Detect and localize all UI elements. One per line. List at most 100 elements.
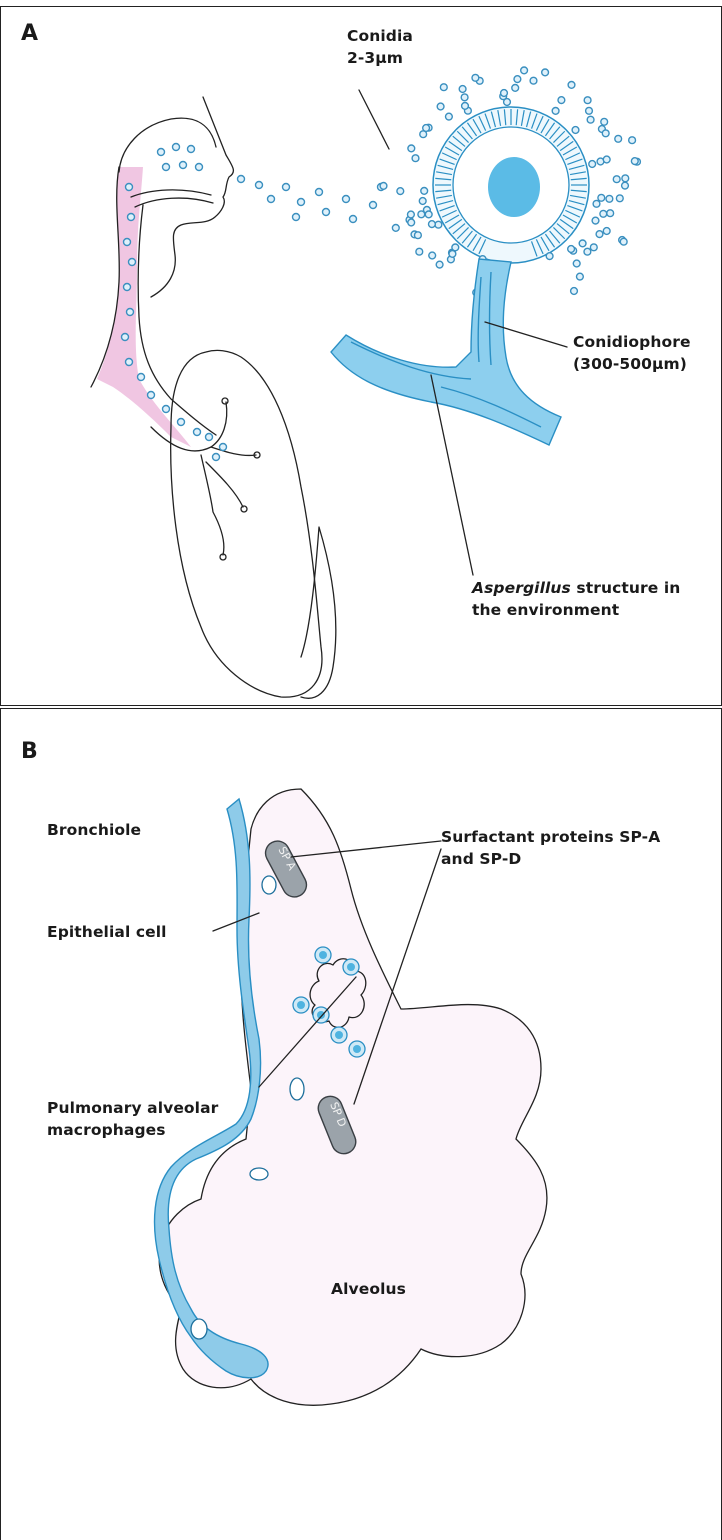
- lung-lower-lobe: [301, 527, 336, 698]
- conidium-spore: [440, 84, 447, 91]
- conidium-spore: [421, 188, 428, 195]
- palate-line: [131, 190, 211, 197]
- conidium-spore: [546, 253, 553, 260]
- conidium-spore: [602, 130, 609, 137]
- head-profile: [151, 97, 233, 297]
- macrophage-label-line2: macrophages: [47, 1119, 218, 1141]
- conidium-spore: [587, 116, 594, 123]
- conidium-spore: [514, 76, 521, 83]
- conidiophore-label-line2: (300-500µm): [573, 353, 691, 375]
- conidium-spore: [603, 156, 610, 163]
- surfactant-label: Surfactant proteins SP-A and SP-D: [441, 826, 660, 870]
- conidium-spore: [446, 113, 453, 120]
- conidium-spore: [423, 125, 430, 132]
- conidium-spore: [380, 183, 387, 190]
- conidium-spore: [607, 210, 614, 217]
- airway-pink-fill: [97, 167, 191, 447]
- aspergillus-label: Aspergillus structure in the environment: [472, 577, 680, 621]
- conidium-spore: [589, 161, 596, 168]
- conidium-spore: [397, 188, 404, 195]
- conidium-spore: [603, 228, 610, 235]
- conidium-spore: [596, 231, 603, 238]
- conidium-spore: [461, 94, 468, 101]
- conidium-spore: [429, 221, 436, 228]
- conidium-spore: [436, 261, 443, 268]
- panel-label-b: B: [21, 739, 38, 764]
- conidium-spore: [419, 198, 426, 205]
- conidium-spore: [616, 195, 623, 202]
- conidium-spore: [577, 273, 584, 280]
- bronchiole-tip: [241, 506, 247, 512]
- conidium-spore: [579, 240, 586, 247]
- conidium-spore: [606, 195, 613, 202]
- aspergillus-label-line2: the environment: [472, 599, 680, 621]
- conidium-spore: [558, 97, 565, 104]
- panel-b: B Bronchiole Surfactant proteins SP-A an…: [0, 708, 722, 1540]
- conidium-spore: [459, 86, 466, 93]
- conidium-spore: [598, 194, 605, 201]
- bronchiole-label: Bronchiole: [47, 819, 141, 841]
- conidium-spore: [571, 288, 578, 295]
- conidium-spore: [573, 260, 580, 267]
- conidium-spore: [615, 135, 622, 142]
- conidia-label-line1: Conidia: [347, 25, 413, 47]
- conidiophore-label-line1: Conidiophore: [573, 331, 691, 353]
- conidia-label-line2: 2-3µm: [347, 47, 413, 69]
- conidium-spore: [620, 238, 627, 245]
- conidium-spore: [542, 69, 549, 76]
- conidium-spore: [600, 210, 607, 217]
- conidium-spore: [572, 127, 579, 134]
- conidium-spore: [613, 176, 620, 183]
- conidiophore-label: Conidiophore (300-500µm): [573, 331, 691, 375]
- conidia-label: Conidia 2-3µm: [347, 25, 413, 69]
- conidium-spore: [452, 244, 459, 251]
- bronchus-lower: [201, 455, 224, 555]
- aspergillus-label-rest: structure in: [571, 579, 681, 597]
- aspergillus-vesicle: [433, 107, 589, 263]
- conidium-spore: [412, 155, 419, 162]
- conidium-spore: [590, 244, 597, 251]
- epithelial-label: Epithelial cell: [47, 921, 167, 943]
- conidium-spore: [408, 145, 415, 152]
- panel-a: A Conidia 2-3µm Conidiophore (300-500µm)…: [0, 6, 722, 706]
- conidium-spore: [584, 248, 591, 255]
- conidium-spore: [601, 118, 608, 125]
- conidium-spore: [408, 219, 415, 226]
- surfactant-label-line2: and SP-D: [441, 848, 660, 870]
- conidium-spore: [584, 97, 591, 104]
- conidium-spore: [622, 175, 629, 182]
- bronchiole-tip: [222, 398, 228, 404]
- conidiophore-stalk: [331, 259, 561, 445]
- conidium-spore: [586, 107, 593, 114]
- conidium-spore: [437, 103, 444, 110]
- conidia-leader: [359, 90, 389, 149]
- macrophage-label-line1: Pulmonary alveolar: [47, 1097, 218, 1119]
- conidium-spore: [462, 103, 469, 110]
- conidium-spore: [629, 137, 636, 144]
- conidium-spore: [435, 221, 442, 228]
- conidium-spore: [415, 232, 422, 239]
- aspergillus-genus: Aspergillus: [472, 579, 571, 597]
- conidium-spore: [429, 252, 436, 259]
- conidium-spore: [631, 158, 638, 165]
- conidium-spore: [521, 67, 528, 74]
- conidium-spore: [425, 211, 432, 218]
- conidium-spore: [622, 182, 629, 189]
- conidium-spore: [568, 246, 575, 253]
- conidium-spore: [408, 211, 415, 218]
- conidium-spore: [512, 85, 519, 92]
- conidium-spore: [593, 200, 600, 207]
- conidium-spore: [392, 225, 399, 232]
- conidium-spore: [592, 217, 599, 224]
- palate-line-2: [135, 198, 213, 207]
- conidium-spore: [568, 82, 575, 89]
- alveolus-label: Alveolus: [331, 1278, 406, 1300]
- conidium-spore: [416, 248, 423, 255]
- conidium-spore: [530, 77, 537, 84]
- conidium-spore: [552, 108, 559, 115]
- surfactant-label-line1: Surfactant proteins SP-A: [441, 826, 660, 848]
- panel-label-a: A: [21, 21, 38, 46]
- macrophage-label: Pulmonary alveolar macrophages: [47, 1097, 218, 1141]
- lung-outline: [171, 350, 322, 697]
- conidium-spore: [472, 74, 479, 81]
